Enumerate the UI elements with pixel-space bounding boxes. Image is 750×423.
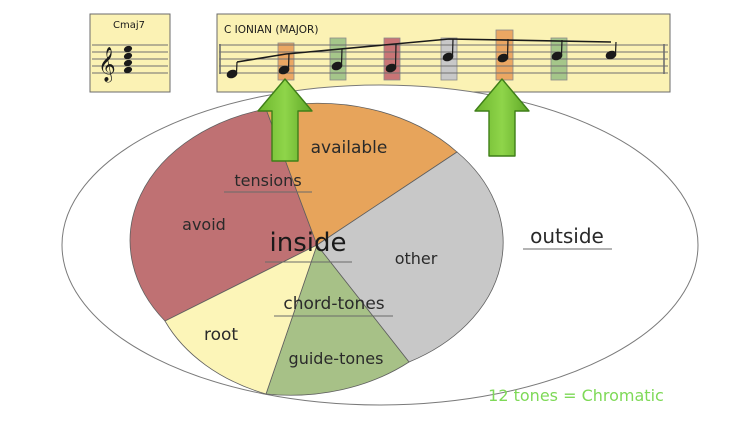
- label-avoid: avoid: [182, 215, 226, 234]
- note-b: [551, 39, 563, 61]
- note-g: [442, 38, 454, 62]
- segment-other: [316, 151, 504, 363]
- treble-clef-icon: 𝄞: [98, 47, 116, 83]
- label-guide-tones: guide-tones: [289, 349, 384, 368]
- up-arrow-icon-left: [257, 78, 313, 162]
- label-other: other: [395, 249, 438, 268]
- label-chord-tones: chord-tones: [283, 294, 384, 314]
- note-a: [497, 38, 509, 63]
- chromatic-caption: 12 tones = Chromatic: [488, 386, 664, 405]
- label-outside: outside: [530, 224, 604, 248]
- note-highlight-d: [277, 42, 295, 81]
- note-c-high: [605, 41, 617, 60]
- note-c: [226, 61, 238, 79]
- label-available: available: [311, 138, 388, 158]
- note-f: [385, 43, 397, 73]
- scale-beam: [236, 38, 612, 63]
- label-tensions: tensions: [234, 171, 301, 190]
- segment-labels: available tensions avoid inside other ch…: [182, 138, 604, 368]
- note-e: [331, 48, 343, 71]
- label-root: root: [204, 325, 238, 345]
- chord-symbol: Cmaj7: [113, 20, 145, 31]
- scale-notes: [226, 38, 617, 79]
- scale-title: C IONIAN (MAJOR): [224, 24, 318, 36]
- chord-stack: [123, 45, 133, 74]
- label-inside: inside: [270, 228, 347, 258]
- inside-pie: [129, 102, 504, 396]
- chord-box: 𝄞 Cmaj7: [89, 13, 171, 93]
- segment-guide-tones: [265, 244, 410, 396]
- chord-staff: [92, 44, 168, 74]
- note-d: [278, 52, 290, 75]
- scale-box: C IONIAN (MAJOR): [216, 13, 671, 93]
- segment-root: [164, 244, 318, 395]
- label-underlines: [224, 191, 612, 317]
- up-arrow-icon-right: [474, 78, 530, 157]
